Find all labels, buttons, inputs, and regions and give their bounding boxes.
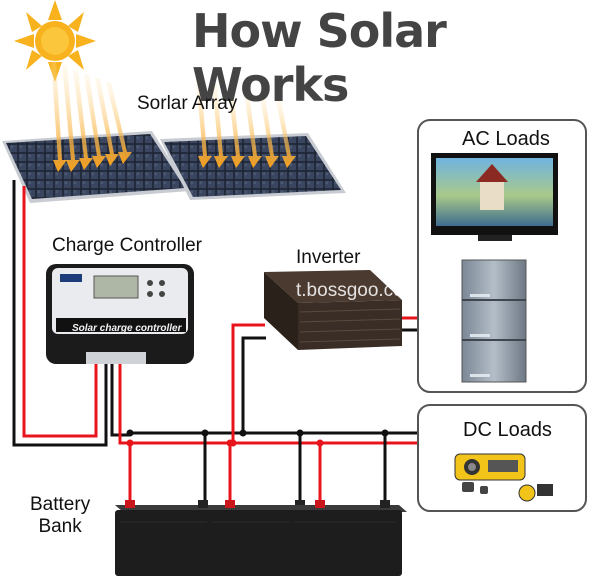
refrigerator-icon [461,259,527,383]
battery-bank-label-line1: Battery [30,494,91,515]
battery-bank-label-line2: Bank [38,516,82,537]
page-title: How Solar Works [192,4,447,112]
dc-loads-box [417,404,587,512]
controller-face-text: Solar charge controller [72,323,182,334]
sun-icon [14,0,96,82]
solar-array-label: Sorlar Array [137,93,238,114]
wire-junctions [126,429,389,447]
battery-icon [207,500,318,576]
charge-controller-icon [46,264,194,364]
dc-loads-label: DC Loads [463,419,552,441]
inverter-label: Inverter [296,247,361,268]
solar-panel-icon [2,131,190,203]
sun-ray-arrows [51,60,296,172]
wiring [12,180,418,505]
ac-loads-label: AC Loads [462,128,550,150]
battery-icon [115,500,226,576]
inverter-icon [264,270,402,350]
charge-controller-label: Charge Controller [52,235,202,256]
radio-icon [454,453,553,502]
ac-loads-box [417,119,587,393]
tv-icon [431,153,558,241]
watermark: t.bossgoo.co [296,280,404,301]
battery-bank-label: Battery Bank [30,494,90,538]
battery-icon [290,500,407,576]
